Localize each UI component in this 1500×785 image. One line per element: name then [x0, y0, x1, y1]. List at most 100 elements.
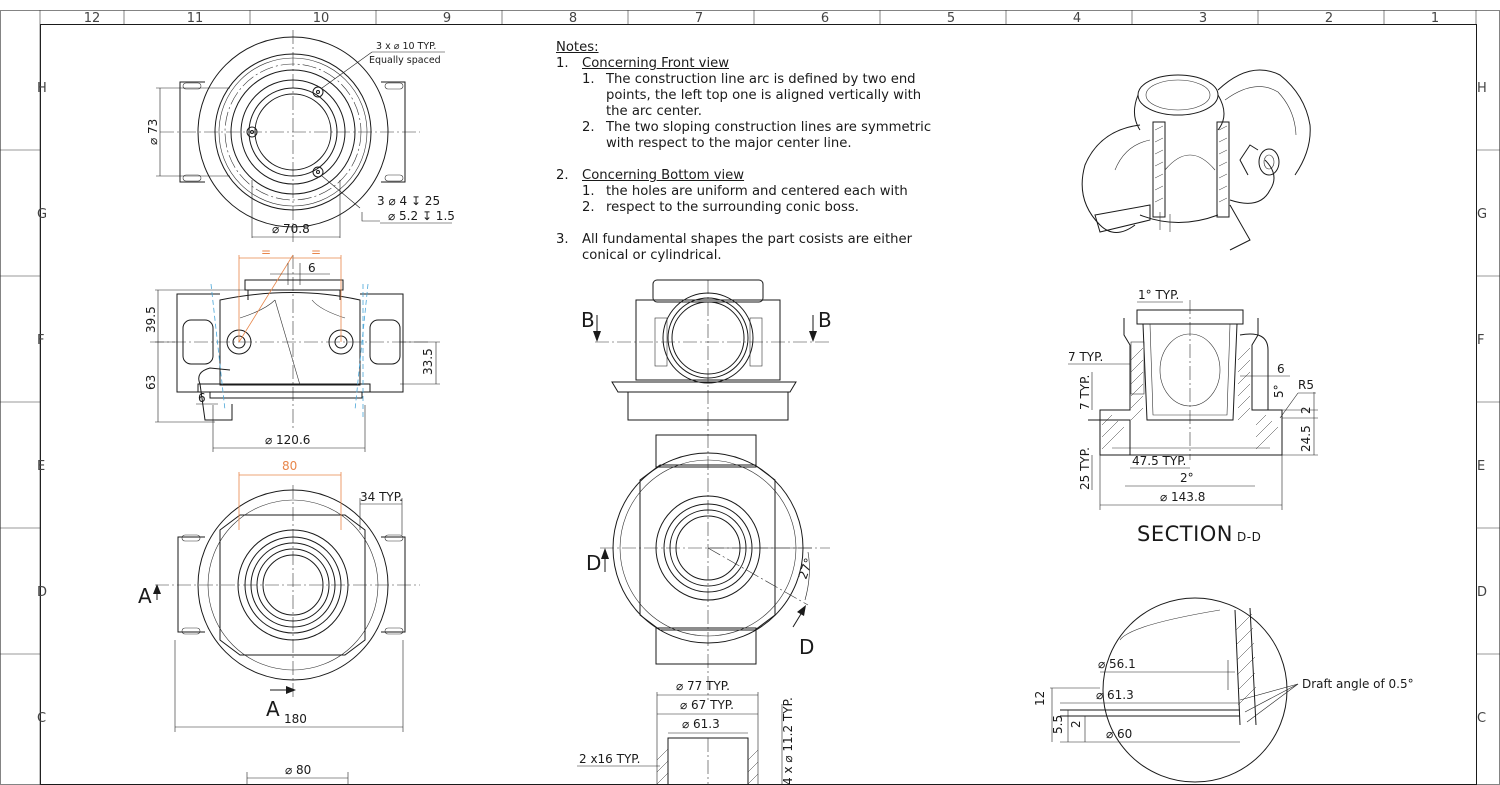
dim-6-right: 6	[1277, 362, 1285, 376]
zone-col-3: 3	[1199, 11, 1207, 26]
zone-col-4: 4	[1073, 11, 1081, 26]
note-2-2: 2.respect to the surrounding conic boss.	[582, 200, 859, 215]
chamfer-spec: 2 x16 TYP.	[579, 752, 640, 766]
dim-7-typ-a: 7 TYP.	[1068, 350, 1103, 364]
center-bottom-view: 27° D D	[586, 434, 830, 665]
dim-dia-120-6: ⌀ 120.6	[265, 433, 310, 447]
center-side-view: B B	[581, 279, 832, 700]
zone-row-h-right: H	[1477, 81, 1487, 96]
dim-34-typ: 34 TYP.	[360, 490, 403, 504]
section-a-left-label: A	[138, 584, 152, 608]
dim-2-right: 2	[1299, 406, 1313, 414]
section-dd-view: 1° TYP. 7 TYP. 7 TYP. 25 TYP. 6 5° R5 2 …	[1068, 288, 1318, 510]
dim-dia-70-8: ⌀ 70.8	[272, 222, 310, 236]
zone-row-labels: H G F E D C H G F E D C	[37, 81, 1487, 726]
zone-row-h-left: H	[37, 81, 47, 96]
dim-dia-61-3: ⌀ 61.3	[682, 717, 720, 731]
equal-mark-right: =	[311, 245, 321, 259]
note-1: 1.Concerning Front view	[556, 56, 730, 71]
zone-col-12: 12	[84, 11, 101, 26]
dim-63: 63	[144, 375, 158, 390]
section-b-right-label: B	[818, 308, 832, 332]
dim-39-5: 39.5	[144, 306, 158, 333]
zone-row-ticks	[0, 149, 1500, 655]
zone-row-e-left: E	[37, 459, 45, 474]
isometric-section-view	[1081, 69, 1311, 251]
holes-equally-spaced: Equally spaced	[369, 55, 441, 66]
dim-24-5: 24.5	[1299, 425, 1313, 452]
front-view: = = 6 39.5 63 33.5 6 ⌀ 120.6	[144, 245, 440, 452]
section-d-left-label: D	[586, 551, 601, 575]
zone-row-d-right: D	[1477, 585, 1487, 600]
zone-row-f-left: F	[37, 333, 44, 348]
dim-dia-73: ⌀ 73	[146, 119, 160, 145]
zone-row-c-right: C	[1477, 711, 1486, 726]
zone-col-1: 1	[1431, 11, 1439, 26]
zone-row-f-right: F	[1477, 333, 1484, 348]
detail-dia-60: ⌀ 60	[1106, 727, 1132, 741]
dim-dia-77: ⌀ 77 TYP.	[676, 679, 730, 693]
note-1-2: 2.The two sloping construction lines are…	[582, 120, 932, 151]
zone-row-d-left: D	[37, 585, 47, 600]
note-2-title: Concerning Bottom view	[582, 168, 745, 183]
detail-dim-5-5: 5.5	[1051, 715, 1065, 734]
hole-depth-spec: 3 ⌀ 4 ↧ 25	[377, 194, 440, 208]
detail-dia-61-3: ⌀ 61.3	[1096, 688, 1134, 702]
note-1-title: Concerning Front view	[582, 56, 730, 71]
dim-7-typ-b: 7 TYP.	[1078, 375, 1092, 410]
dim-dia-143-8: ⌀ 143.8	[1160, 490, 1205, 504]
holes-callout: 3 x ⌀ 10 TYP.	[376, 41, 436, 52]
dim-dia-67: ⌀ 67 TYP.	[680, 698, 734, 712]
detail-dia-56-1: ⌀ 56.1	[1098, 657, 1136, 671]
note-2-1: 1.the holes are uniform and centered eac…	[582, 184, 908, 199]
zone-col-5: 5	[947, 11, 955, 26]
dim-25-typ: 25 TYP.	[1078, 447, 1092, 490]
dim-33-5: 33.5	[421, 348, 435, 375]
zone-row-g-left: G	[37, 207, 47, 222]
zone-column-ticks	[123, 10, 1385, 24]
equal-mark-left: =	[261, 245, 271, 259]
detail-dim-2: 2	[1069, 720, 1083, 728]
top-view: ⌀ 73 ⌀ 70.8 3 x ⌀ 10 TYP. Equally spaced…	[146, 30, 455, 245]
zone-row-c-left: C	[37, 711, 46, 726]
dim-dia-80: ⌀ 80	[285, 763, 311, 777]
zone-col-11: 11	[187, 11, 204, 26]
section-a-bottom-label: A	[266, 697, 280, 721]
detail-view: ⌀ 56.1 ⌀ 61.3 ⌀ 60 12 5.5 2 Draft angle …	[1033, 597, 1414, 783]
notes-block: Notes: 1.Concerning Front view 1.The con…	[556, 40, 936, 264]
section-b-left-label: B	[581, 308, 595, 332]
zone-col-8: 8	[569, 11, 577, 26]
note-2: 2.Concerning Bottom view	[556, 168, 745, 183]
zone-col-2: 2	[1325, 11, 1333, 26]
dim-6-top: 6	[308, 261, 316, 275]
dim-180: 180	[284, 712, 307, 726]
detail-dim-12: 12	[1033, 691, 1047, 706]
side-hole-spec: 4 x ⌀ 11.2 TYP.	[781, 697, 795, 785]
zone-column-labels: 12 11 10 9 8 7 6 5 4 3 2 1	[84, 11, 1439, 26]
angle-27: 27°	[796, 556, 816, 581]
zone-col-9: 9	[443, 11, 451, 26]
dim-r5: R5	[1298, 378, 1314, 392]
zone-row-g-right: G	[1477, 207, 1487, 222]
dim-1deg-typ: 1° TYP.	[1138, 288, 1179, 302]
dim-47-5-typ: 47.5 TYP.	[1132, 454, 1186, 468]
dim-5-deg: 5°	[1272, 384, 1286, 398]
counterbore-spec: ⌀ 5.2 ↧ 1.5	[388, 209, 455, 223]
bottom-view: 80 34 TYP. A A 180 ⌀ 80	[138, 459, 420, 785]
center-partial-section: ⌀ 77 TYP. ⌀ 67 TYP. ⌀ 61.3 2 x16 TYP. 4 …	[577, 679, 795, 785]
note-3: 3.All fundamental shapes the part cosist…	[556, 232, 913, 263]
zone-row-e-right: E	[1477, 459, 1485, 474]
section-dd-suffix: D-D	[1237, 530, 1262, 544]
dim-80-orange: 80	[282, 459, 297, 473]
dim-6-left: 6	[198, 391, 206, 405]
note-1-1: 1.The construction line arc is defined b…	[582, 72, 922, 119]
draft-angle-note: Draft angle of 0.5°	[1302, 677, 1414, 691]
zone-col-10: 10	[313, 11, 330, 26]
zone-col-7: 7	[695, 11, 703, 26]
dim-2-deg: 2°	[1180, 471, 1194, 485]
section-d-right-label: D	[799, 635, 814, 659]
zone-col-6: 6	[821, 11, 829, 26]
notes-heading: Notes:	[556, 40, 599, 55]
